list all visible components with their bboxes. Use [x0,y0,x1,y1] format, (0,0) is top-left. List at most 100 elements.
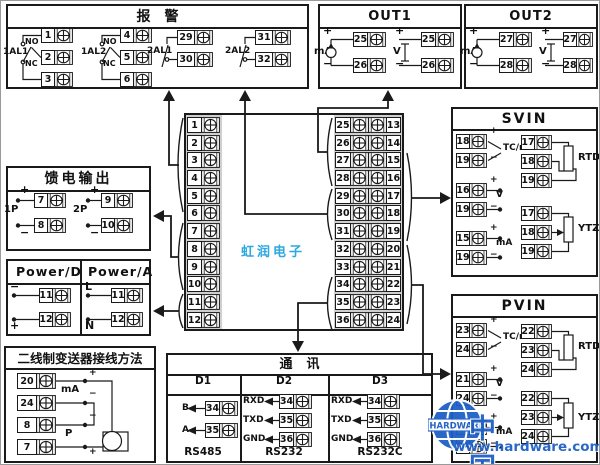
terminal-number: 15 [386,152,401,168]
terminal-number: 26 [353,58,368,73]
input-type-label: mA [496,427,513,437]
plus-sign: + [90,183,100,196]
connector-svin [411,192,451,204]
screw-terminal-icon [350,135,369,151]
terminal-number: 16 [386,170,401,186]
nc-label: NC [25,59,38,68]
minus-sign: − [395,57,405,70]
terminal-number: 21 [386,259,401,275]
screw-terminal-icon [350,188,369,204]
screw-terminal-icon [350,170,369,186]
relay-label: 1AL1 [3,47,29,57]
terminal-number: 11 [111,288,125,303]
power-d-title: Power/D [16,264,82,279]
screw-terminal-icon [368,241,387,257]
screw-terminal-icon [469,183,487,198]
terminal-number: 3 [41,72,55,87]
connector-alarm-1 [163,90,179,166]
screw-terminal-icon [36,395,56,411]
terminal-number: 27 [563,32,577,47]
terminal-number: 6 [187,205,202,221]
screw-terminal-icon [469,134,487,149]
screw-terminal-icon [201,223,220,239]
terminal-number: 19 [521,173,535,188]
screw-terminal-icon [381,432,400,447]
terminal-number: 6 [120,72,134,87]
comm-channel-header: D2 [275,375,293,387]
alarm-title: 报警 [8,6,307,29]
screw-terminal-icon [513,58,532,73]
terminal-number: 10 [187,276,202,292]
terminal-number: 24 [456,342,470,357]
plus-sign: + [20,183,30,196]
terminal-number: 7 [34,193,48,208]
terminal-number: 14 [386,135,401,151]
screw-terminal-icon [368,312,387,328]
screw-terminal-icon [350,152,369,168]
terminal-number: 33 [335,259,351,275]
svin-title: SVIN [453,109,596,131]
screw-terminal-icon [367,58,386,73]
screw-terminal-icon [534,324,552,339]
terminal-number: 2 [187,135,202,151]
terminal-number: 15 [456,231,470,246]
screw-terminal-icon [272,52,291,67]
screw-terminal-icon [201,205,220,221]
terminal-number: 1 [187,117,202,133]
terminal-number: 24 [17,395,37,411]
minus-sign: − [469,57,479,70]
relay-label: 1AL2 [81,47,107,57]
minus-sign: − [490,439,498,449]
plus-sign: + [469,24,479,37]
minus-sign: − [541,57,551,70]
relay-label: 2AL2 [225,46,251,56]
terminal-number: 9 [101,193,115,208]
screw-terminal-icon [201,294,220,310]
terminal-number: 32 [255,52,273,67]
screw-terminal-icon [350,223,369,239]
terminal-number: 20 [17,373,37,389]
screw-terminal-icon [381,394,400,409]
screw-terminal-icon [513,32,532,47]
screw-terminal-icon [114,218,133,233]
minus-sign: − [490,250,498,260]
plus-sign: + [89,447,97,457]
screw-terminal-icon [350,205,369,221]
sensor-type-label: YTZ [578,223,600,234]
screw-terminal-icon [114,193,133,208]
screw-terminal-icon [534,343,552,358]
comm-protocol-label: RS485 [184,446,222,458]
terminal-number: 22 [386,276,401,292]
comm-signal-label: GND [331,434,354,444]
terminal-number: 29 [335,188,351,204]
terminal-number: 36 [367,432,382,447]
terminal-number: 35 [279,413,294,428]
screw-terminal-icon [47,193,66,208]
sensor-type-label: YTZ [578,412,600,423]
terminal-number: 25 [353,32,368,47]
screw-terminal-icon [534,225,552,240]
terminal-number: 35 [335,294,351,310]
screw-terminal-icon [368,205,387,221]
screw-terminal-icon [124,288,143,303]
screw-terminal-icon [54,28,73,43]
terminal-number: 36 [279,432,294,447]
screw-terminal-icon [469,323,487,338]
tx-plus-sign: + [108,440,115,449]
screw-terminal-icon [54,50,73,65]
terminal-number: 18 [521,154,535,169]
minus-sign: − [20,226,30,239]
feed-label: 1P [4,204,19,215]
screw-terminal-icon [534,391,552,406]
screw-terminal-icon [350,117,369,133]
screw-terminal-icon [368,170,387,186]
screw-terminal-icon [534,173,552,188]
screw-terminal-icon [47,218,66,233]
terminal-number: 3 [187,152,202,168]
terminal-number: 26 [421,58,436,73]
comm-protocol-label: RS232C [357,446,403,458]
terminal-number: 34 [335,276,351,292]
input-type-label: V [496,379,503,389]
sensor-type-label: RTD [578,341,600,352]
comm-divider-2 [328,374,330,461]
